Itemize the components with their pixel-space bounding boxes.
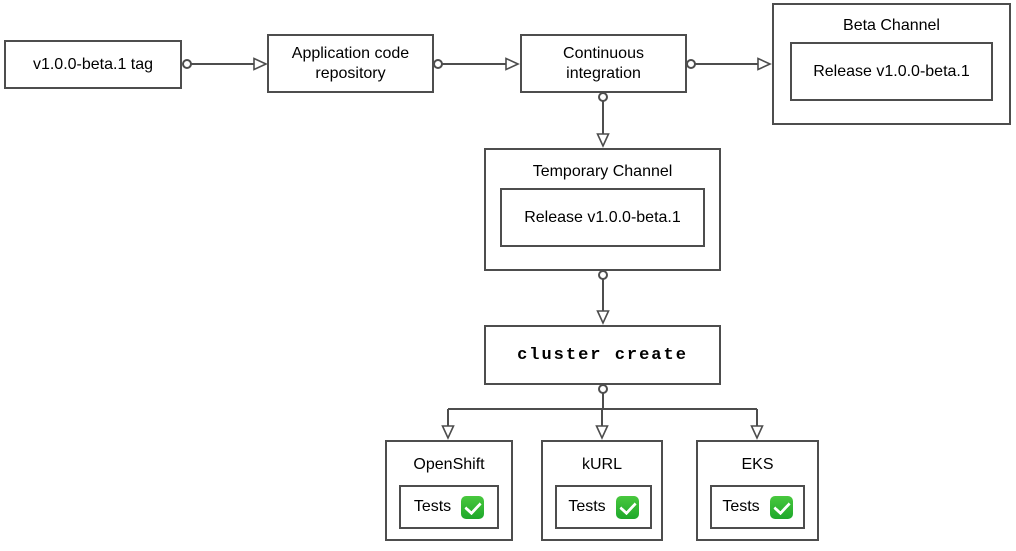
kurl-tests-box: Tests <box>555 485 652 529</box>
eks-tests-box: Tests <box>710 485 805 529</box>
eks-tests-label: Tests <box>722 498 760 515</box>
node-eks: EKS Tests <box>696 440 819 541</box>
node-application-code-repository-label: Application code repository <box>291 44 410 82</box>
check-mark-icon <box>769 495 793 519</box>
check-mark-icon <box>615 495 639 519</box>
node-version-tag: v1.0.0-beta.1 tag <box>4 40 182 89</box>
kurl-tests-label: Tests <box>568 498 606 515</box>
connector-ci-to-beta-channel <box>686 57 772 71</box>
openshift-tests-label: Tests <box>413 498 452 515</box>
node-beta-channel: Beta Channel Release v1.0.0-beta.1 <box>772 3 1011 125</box>
temporary-channel-release-label: Release v1.0.0-beta.1 <box>524 208 681 226</box>
temporary-channel-title: Temporary Channel <box>532 163 673 180</box>
beta-channel-title: Beta Channel <box>843 17 940 34</box>
check-mark-icon <box>461 495 485 519</box>
node-cluster-create: cluster create <box>484 325 721 385</box>
connector-cluster-create-to-platforms <box>441 384 764 440</box>
node-continuous-integration: Continuous integration <box>520 34 687 93</box>
eks-title: EKS <box>741 456 774 473</box>
node-continuous-integration-label: Continuous integration <box>563 44 644 82</box>
beta-channel-release-label: Release v1.0.0-beta.1 <box>813 62 970 80</box>
openshift-tests-box: Tests <box>399 485 499 529</box>
connector-ci-to-temp-channel <box>596 92 610 148</box>
node-temporary-channel: Temporary Channel Release v1.0.0-beta.1 <box>484 148 721 271</box>
openshift-title: OpenShift <box>413 456 485 473</box>
connector-repo-to-ci <box>433 57 520 71</box>
node-openshift: OpenShift Tests <box>385 440 513 541</box>
cluster-create-label: cluster create <box>517 345 688 365</box>
connector-tag-to-repo <box>182 57 268 71</box>
kurl-title: kURL <box>581 456 622 473</box>
temporary-channel-release-box: Release v1.0.0-beta.1 <box>500 188 705 247</box>
connector-temp-channel-to-cluster-create <box>596 270 610 325</box>
node-kurl: kURL Tests <box>541 440 663 541</box>
node-version-tag-label: v1.0.0-beta.1 tag <box>32 55 154 73</box>
beta-channel-release-box: Release v1.0.0-beta.1 <box>790 42 993 101</box>
node-application-code-repository: Application code repository <box>267 34 434 93</box>
